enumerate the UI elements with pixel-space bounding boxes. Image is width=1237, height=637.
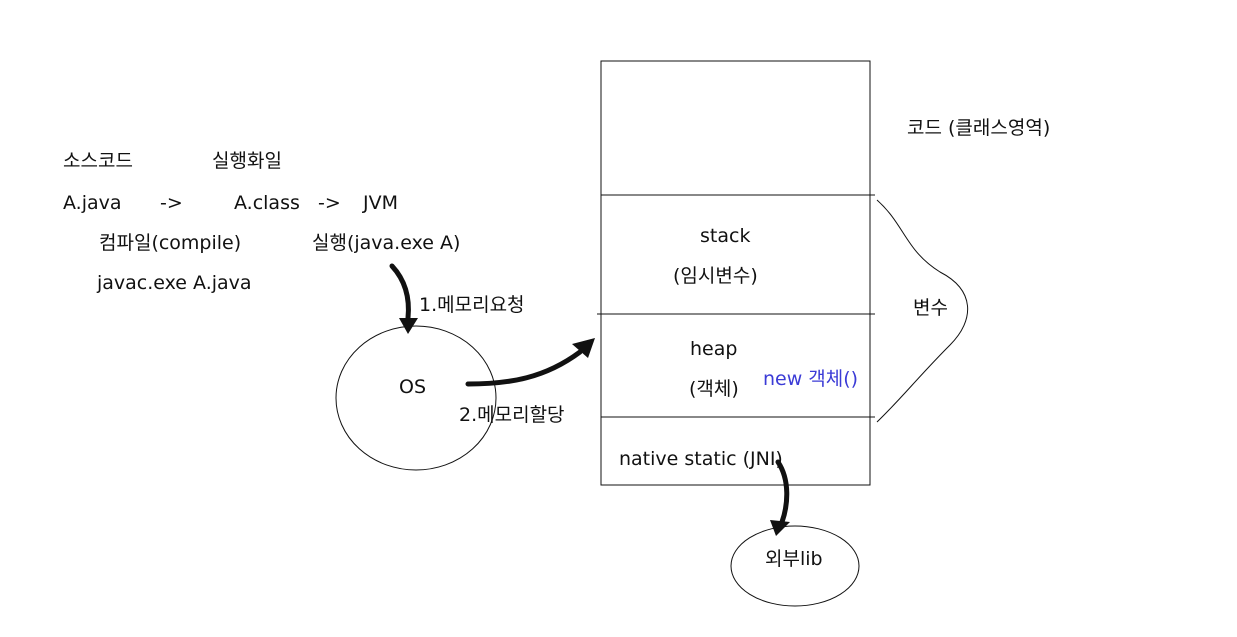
variables-label: 변수 [913, 297, 948, 319]
a-java-label: A.java [63, 192, 122, 214]
ext-lib-ellipse [730, 525, 860, 607]
heap-label: heap [690, 338, 738, 360]
mem-alloc-label: 2.메모리할당 [459, 404, 565, 426]
code-area-label: 코드 (클래스영역) [907, 117, 1051, 139]
mem-alloc-arrowhead [572, 338, 595, 358]
mem-alloc-arrow [465, 349, 583, 387]
arrow-text-1: -> [160, 192, 183, 214]
arrow-text-2: -> [318, 192, 341, 214]
os-label: OS [399, 376, 427, 398]
jni-arrowhead [770, 520, 790, 536]
javac-label: javac.exe A.java [97, 272, 252, 294]
executable-file-label: 실행화일 [212, 150, 282, 172]
os-ellipse [335, 325, 497, 471]
memory-block [600, 60, 871, 486]
source-code-label: 소스코드 [63, 150, 133, 172]
new-object-label: new 객체() [763, 368, 859, 390]
heap-desc-label: (객체) [689, 378, 739, 400]
ext-lib-label: 외부lib [765, 548, 823, 570]
mem-request-arrow [389, 263, 411, 321]
variables-brace [876, 199, 969, 423]
compile-label: 컴파일(compile) [99, 232, 242, 254]
mem-request-arrowhead [399, 318, 418, 334]
native-static-label: native static (JNI) [619, 448, 783, 470]
a-class-label: A.class [234, 192, 300, 214]
stack-label: stack [700, 225, 751, 247]
stack-desc-label: (임시변수) [673, 265, 758, 287]
jni-arrow [775, 459, 790, 525]
run-label: 실행(java.exe A) [312, 232, 461, 254]
mem-request-label: 1.메모리요청 [419, 294, 525, 316]
jvm-label: JVM [363, 192, 398, 214]
